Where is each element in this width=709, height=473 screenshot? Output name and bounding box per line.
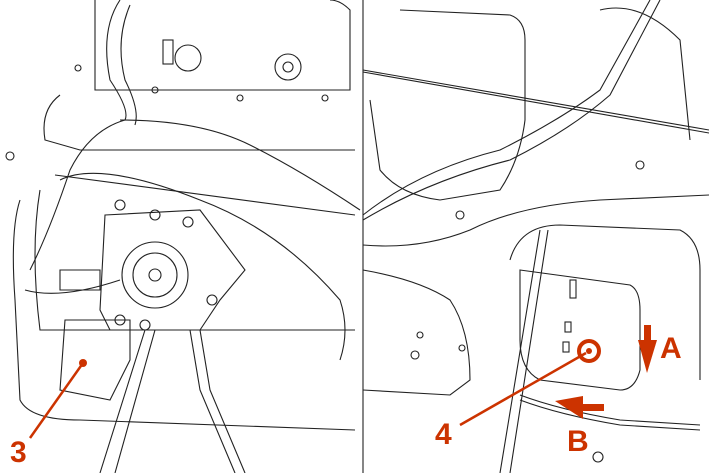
- callout-label-3: 3: [10, 436, 27, 469]
- callout-label-4: 4: [435, 418, 452, 451]
- motor-gear: [121, 241, 189, 309]
- arrow-left-icon: [555, 396, 604, 419]
- regulator-bracket-right: [519, 269, 641, 391]
- left-door-panel: [5, 0, 361, 473]
- direction-label-a: A: [660, 332, 682, 365]
- right-door-panel: [362, 0, 709, 473]
- leader-line-3: [28, 362, 85, 439]
- fastener-4-marker: [577, 339, 601, 363]
- leader-line-4: [459, 351, 587, 427]
- callout-graphics: [28, 325, 657, 439]
- regulator-bracket: [59, 319, 131, 401]
- arrow-down-icon: [638, 325, 657, 373]
- direction-label-b: B: [567, 425, 589, 458]
